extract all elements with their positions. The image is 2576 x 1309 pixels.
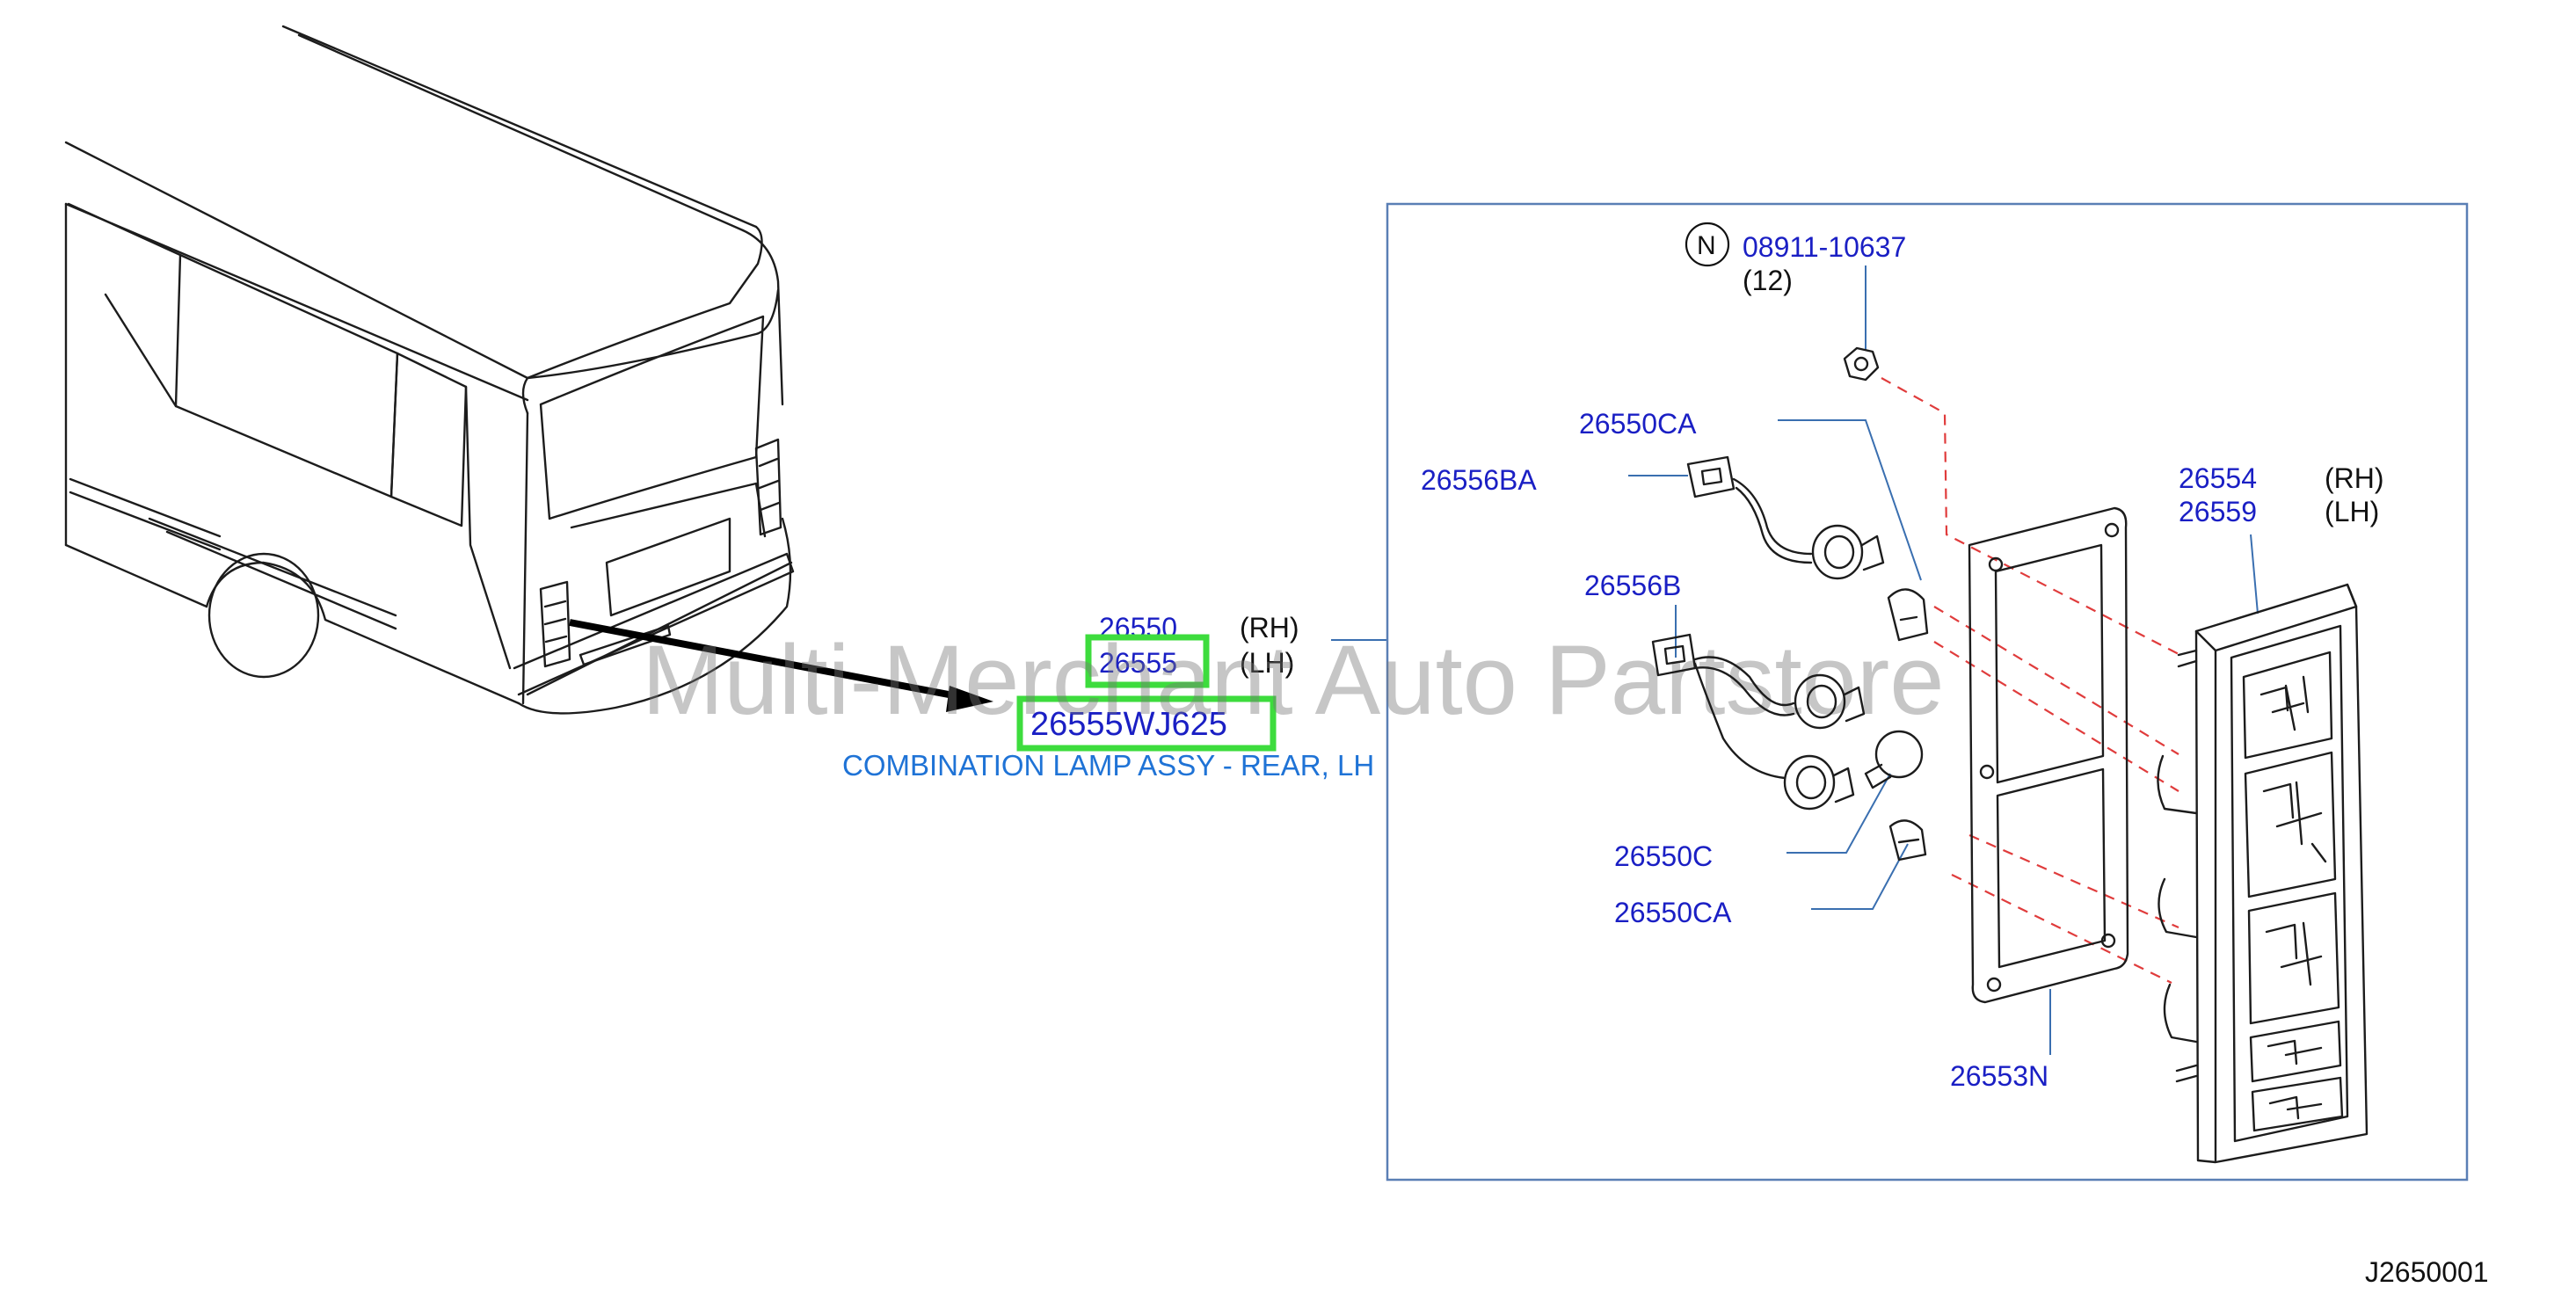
- van-illustration: [64, 25, 795, 715]
- n-circle-icon: [1685, 222, 1730, 267]
- gasket-drawing: [1968, 506, 2129, 1004]
- nut-quantity: (12): [1743, 265, 1793, 296]
- main-part-labels: 26550 (RH) 26555 (LH) 26555WJ625 COMBINA…: [842, 612, 1387, 782]
- lens-lh-side-label: (LH): [2325, 496, 2379, 527]
- component-labels: 26550CA 26556BA 26556B 26550C 26550CA 26…: [1421, 408, 2384, 1092]
- selected-part-number[interactable]: 26555WJ625: [1030, 706, 1227, 743]
- lens-rh-side-label: (RH): [2325, 462, 2384, 494]
- lens-assembly-drawing: [2157, 583, 2369, 1164]
- lens-26559-label[interactable]: 26559: [2179, 496, 2257, 527]
- selected-part-description: COMBINATION LAMP ASSY - REAR, LH: [842, 749, 1374, 782]
- watermark: Multi-Merchant Auto Partstore: [642, 625, 1944, 735]
- lh-side-label: (LH): [1240, 647, 1294, 679]
- part-26555-label[interactable]: 26555: [1099, 647, 1177, 679]
- assembly-dashed-lines: [1881, 377, 2181, 984]
- nut-callout: N 08911-10637 (12): [1685, 222, 1906, 382]
- nut-icon: [1843, 346, 1880, 382]
- nut-symbol: N: [1697, 231, 1716, 260]
- bulb-26550c-label[interactable]: 26550C: [1614, 840, 1713, 872]
- part-26555-highlight: [1085, 634, 1210, 688]
- harness-lower: [1651, 633, 1927, 862]
- gasket-26553n-label[interactable]: 26553N: [1950, 1060, 2048, 1092]
- socket-26550ca-bottom-label[interactable]: 26550CA: [1614, 897, 1732, 928]
- socket-26550ca-top-label[interactable]: 26550CA: [1579, 408, 1697, 440]
- harness-26556ba-label[interactable]: 26556BA: [1421, 464, 1537, 496]
- harness-upper: [1686, 455, 1929, 642]
- diagram-code: J2650001: [2365, 1256, 2489, 1288]
- harness-26556b-label[interactable]: 26556B: [1584, 570, 1681, 601]
- exploded-view-frame: [1386, 202, 2469, 1182]
- selected-part-highlight: [1016, 695, 1277, 752]
- lens-26554-label[interactable]: 26554: [2179, 462, 2257, 494]
- rh-side-label: (RH): [1240, 612, 1299, 644]
- nut-part-number[interactable]: 08911-10637: [1743, 231, 1906, 263]
- pointer-arrow: [569, 619, 993, 712]
